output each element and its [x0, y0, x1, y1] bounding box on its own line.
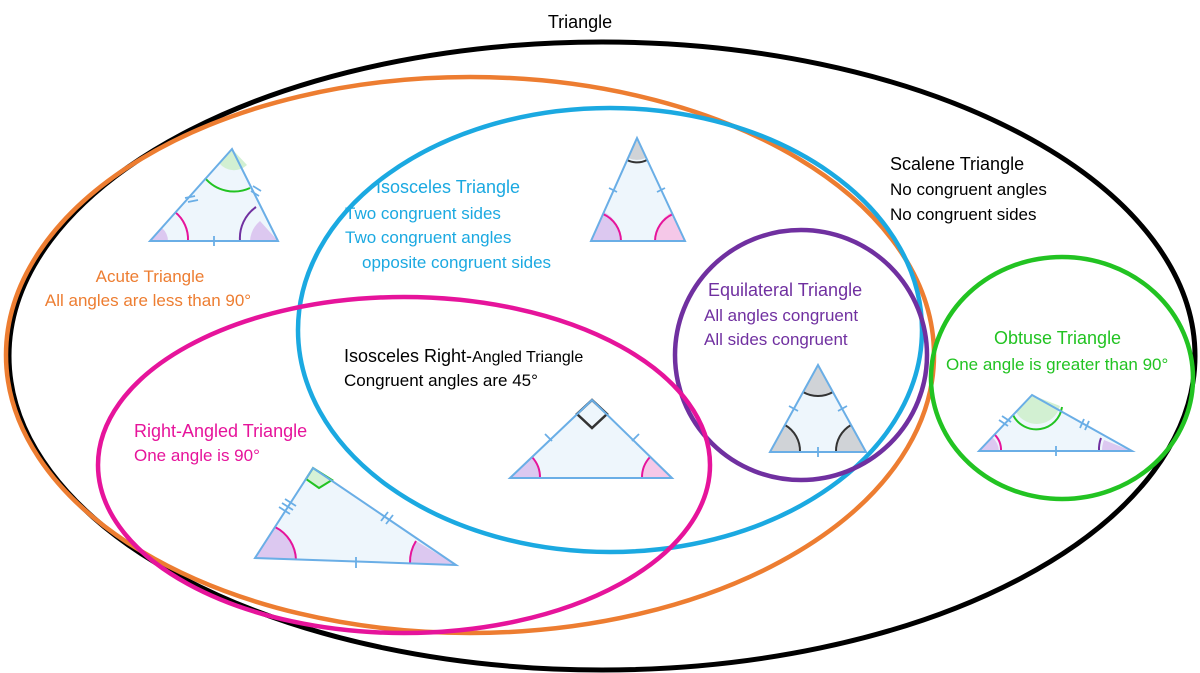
isosceles-right-line: Congruent angles are 45°: [344, 371, 538, 390]
acute-heading: Acute Triangle: [96, 267, 205, 286]
triangle-set-outline: [6, 39, 1198, 673]
equilateral-line: All sides congruent: [704, 330, 848, 349]
scalene-label: Scalene Triangle No congruent angles No …: [890, 154, 1047, 224]
obtuse-heading: Obtuse Triangle: [994, 328, 1121, 348]
obtuse-label: Obtuse Triangle One angle is greater tha…: [946, 328, 1168, 374]
isosceles-heading: Isosceles Triangle: [376, 177, 520, 197]
isosceles-right-heading-big: Isosceles Right-: [344, 346, 472, 366]
isosceles-right-triangle-figure: [507, 398, 675, 479]
right-angled-line: One angle is 90°: [134, 446, 260, 465]
scalene-line: No congruent sides: [890, 205, 1036, 224]
scalene-heading: Scalene Triangle: [890, 154, 1024, 174]
right-angled-set-outline: [95, 294, 713, 636]
right-angled-label: Right-Angled Triangle One angle is 90°: [134, 421, 307, 465]
acute-label: Acute Triangle All angles are less than …: [45, 267, 251, 310]
right-angled-triangle-figure: [253, 466, 460, 568]
isosceles-line: Two congruent angles: [345, 228, 511, 247]
isosceles-right-label: Isosceles Right-Angled Triangle Congruen…: [344, 346, 583, 390]
equilateral-heading: Equilateral Triangle: [708, 280, 862, 300]
isosceles-triangle-figure: [589, 135, 687, 242]
equilateral-line: All angles congruent: [704, 306, 858, 325]
right-angled-heading: Right-Angled Triangle: [134, 421, 307, 441]
obtuse-triangle-figure: [976, 393, 1136, 456]
isosceles-label: Isosceles Triangle Two congruent sides T…: [345, 177, 551, 272]
acute-line: All angles are less than 90°: [45, 291, 251, 310]
acute-triangle-figure: [147, 147, 280, 246]
obtuse-line: One angle is greater than 90°: [946, 355, 1168, 374]
equilateral-set-outline: [672, 227, 930, 483]
diagram-title: Triangle: [548, 12, 612, 32]
isosceles-set-outline: [295, 105, 925, 555]
equilateral-triangle-figure: [768, 362, 868, 457]
isosceles-right-heading: Isosceles Right-Angled Triangle: [344, 346, 583, 366]
scalene-line: No congruent angles: [890, 180, 1047, 199]
isosceles-line: opposite congruent sides: [362, 253, 551, 272]
isosceles-right-heading-small: Angled Triangle: [472, 349, 583, 366]
obtuse-set-outline: [928, 254, 1196, 502]
equilateral-label: Equilateral Triangle All angles congruen…: [704, 280, 862, 349]
isosceles-line: Two congruent sides: [345, 204, 501, 223]
